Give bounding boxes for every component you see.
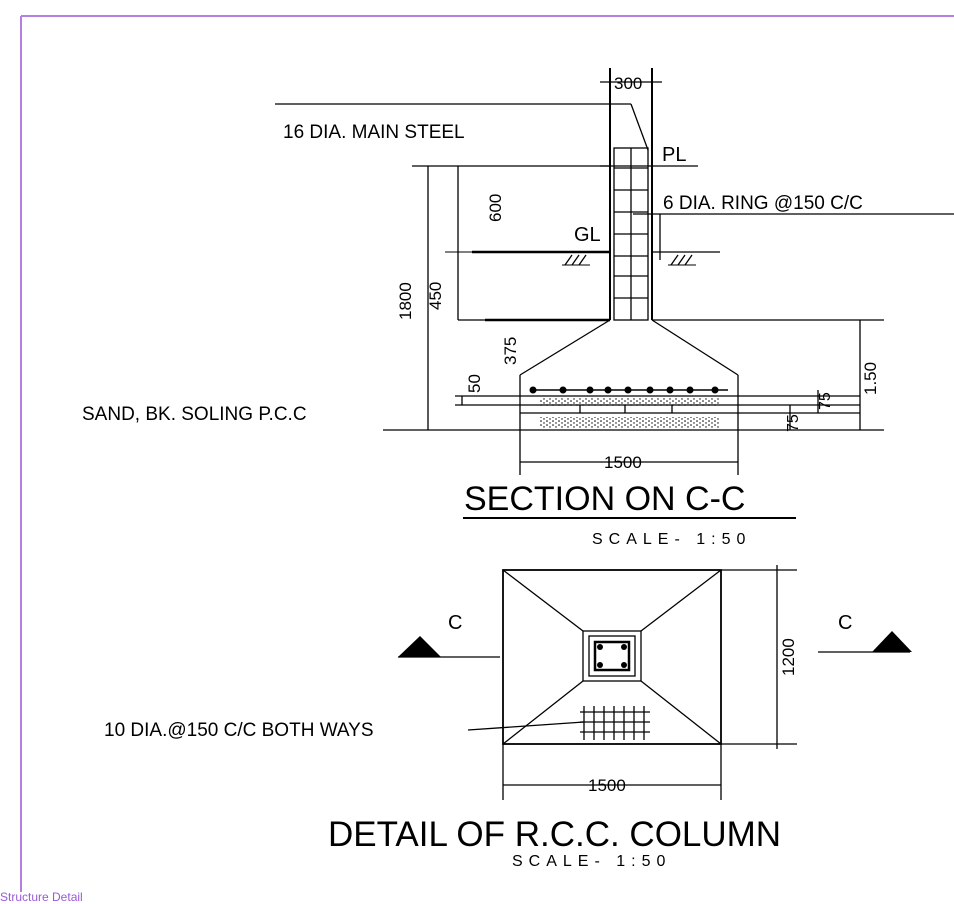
dim-1-50: 1.50 (861, 362, 880, 395)
section-scale: SCALE- 1:50 (592, 531, 751, 548)
sheet-tab-label[interactable]: Structure Detail (0, 890, 83, 904)
dim-450: 450 (426, 282, 445, 310)
label-ring: 6 DIA. RING @150 C/C (663, 193, 863, 214)
dim-375: 375 (501, 337, 520, 365)
label-gl: GL (574, 224, 601, 246)
dim-1500-section: 1500 (604, 453, 642, 472)
dim-1800: 1800 (396, 282, 415, 320)
section-drawing (275, 68, 954, 519)
label-bar-mesh: 10 DIA.@150 C/C BOTH WAYS (104, 720, 374, 741)
dim-600: 600 (486, 194, 505, 222)
dim-1500-plan: 1500 (588, 776, 626, 795)
dim-300: 300 (614, 74, 642, 93)
plan-title: DETAIL OF R.C.C. COLUMN (328, 815, 781, 854)
label-pl: PL (662, 144, 686, 166)
label-soling: SAND, BK. SOLING P.C.C (82, 404, 307, 425)
section-title: SECTION ON C-C (464, 480, 745, 518)
dim-75-bottom: 75 (785, 414, 802, 432)
section-mark-right: C (838, 612, 852, 634)
plan-drawing (398, 565, 910, 800)
dim-1200: 1200 (779, 638, 798, 676)
section-arrow-right (872, 631, 912, 652)
dim-75-top: 75 (817, 392, 834, 410)
section-arrow-left (398, 636, 441, 657)
sheet-border (20, 15, 954, 892)
section-mark-left: C (448, 612, 462, 634)
dim-50: 50 (465, 374, 484, 393)
label-main-steel: 16 DIA. MAIN STEEL (283, 122, 465, 143)
plan-scale: SCALE- 1:50 (512, 853, 671, 870)
